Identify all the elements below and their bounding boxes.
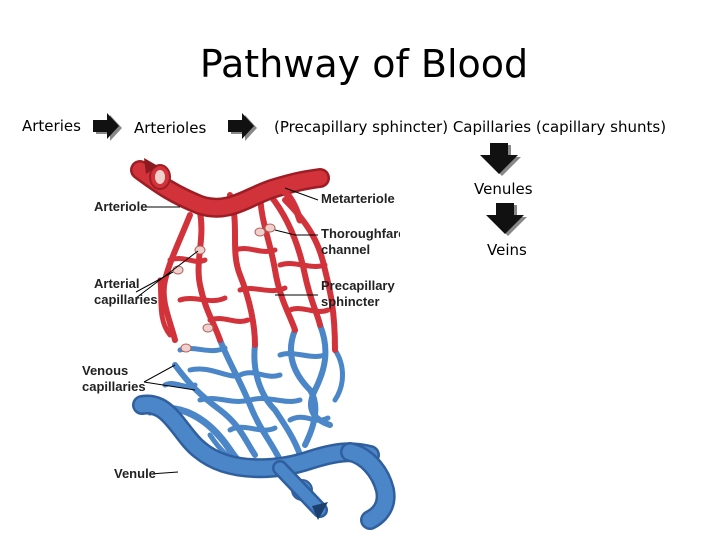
label-arterial-1: Arterial	[94, 276, 140, 291]
leader-lines	[135, 187, 319, 475]
slide-title: Pathway of Blood	[199, 42, 529, 86]
label-venule: Venule	[114, 466, 156, 481]
down-arrow-icon	[480, 143, 521, 176]
label-venous-1: Venous	[82, 363, 128, 378]
capillary-bed-diagram: Arteriole Metarteriole Thoroughfare chan…	[82, 158, 400, 530]
label-thoroughfare-2: channel	[321, 242, 370, 257]
down-arrow-icon	[486, 203, 527, 236]
flow-step-venules: Venules	[474, 180, 533, 198]
label-precapillary-2: sphincter	[321, 294, 380, 309]
right-arrow-icon	[228, 113, 257, 141]
flow-step-capillaries: (Precapillary sphincter) Capillaries (ca…	[274, 118, 667, 136]
arterial-network	[157, 187, 338, 353]
label-thoroughfare-1: Thoroughfare	[321, 226, 400, 241]
venule-vessel	[132, 394, 396, 530]
label-venous-2: capillaries	[82, 379, 146, 394]
label-metarteriole: Metarteriole	[321, 191, 395, 206]
right-arrow-icon	[93, 113, 122, 141]
label-precapillary-1: Precapillary	[321, 278, 395, 293]
label-arteriole: Arteriole	[94, 199, 147, 214]
flow-step-veins: Veins	[487, 241, 527, 259]
flow-step-arteries: Arteries	[22, 117, 81, 135]
arteriole-vessel	[130, 158, 330, 224]
label-arterial-2: capillaries	[94, 292, 158, 307]
flow-step-arterioles: Arterioles	[134, 119, 207, 137]
